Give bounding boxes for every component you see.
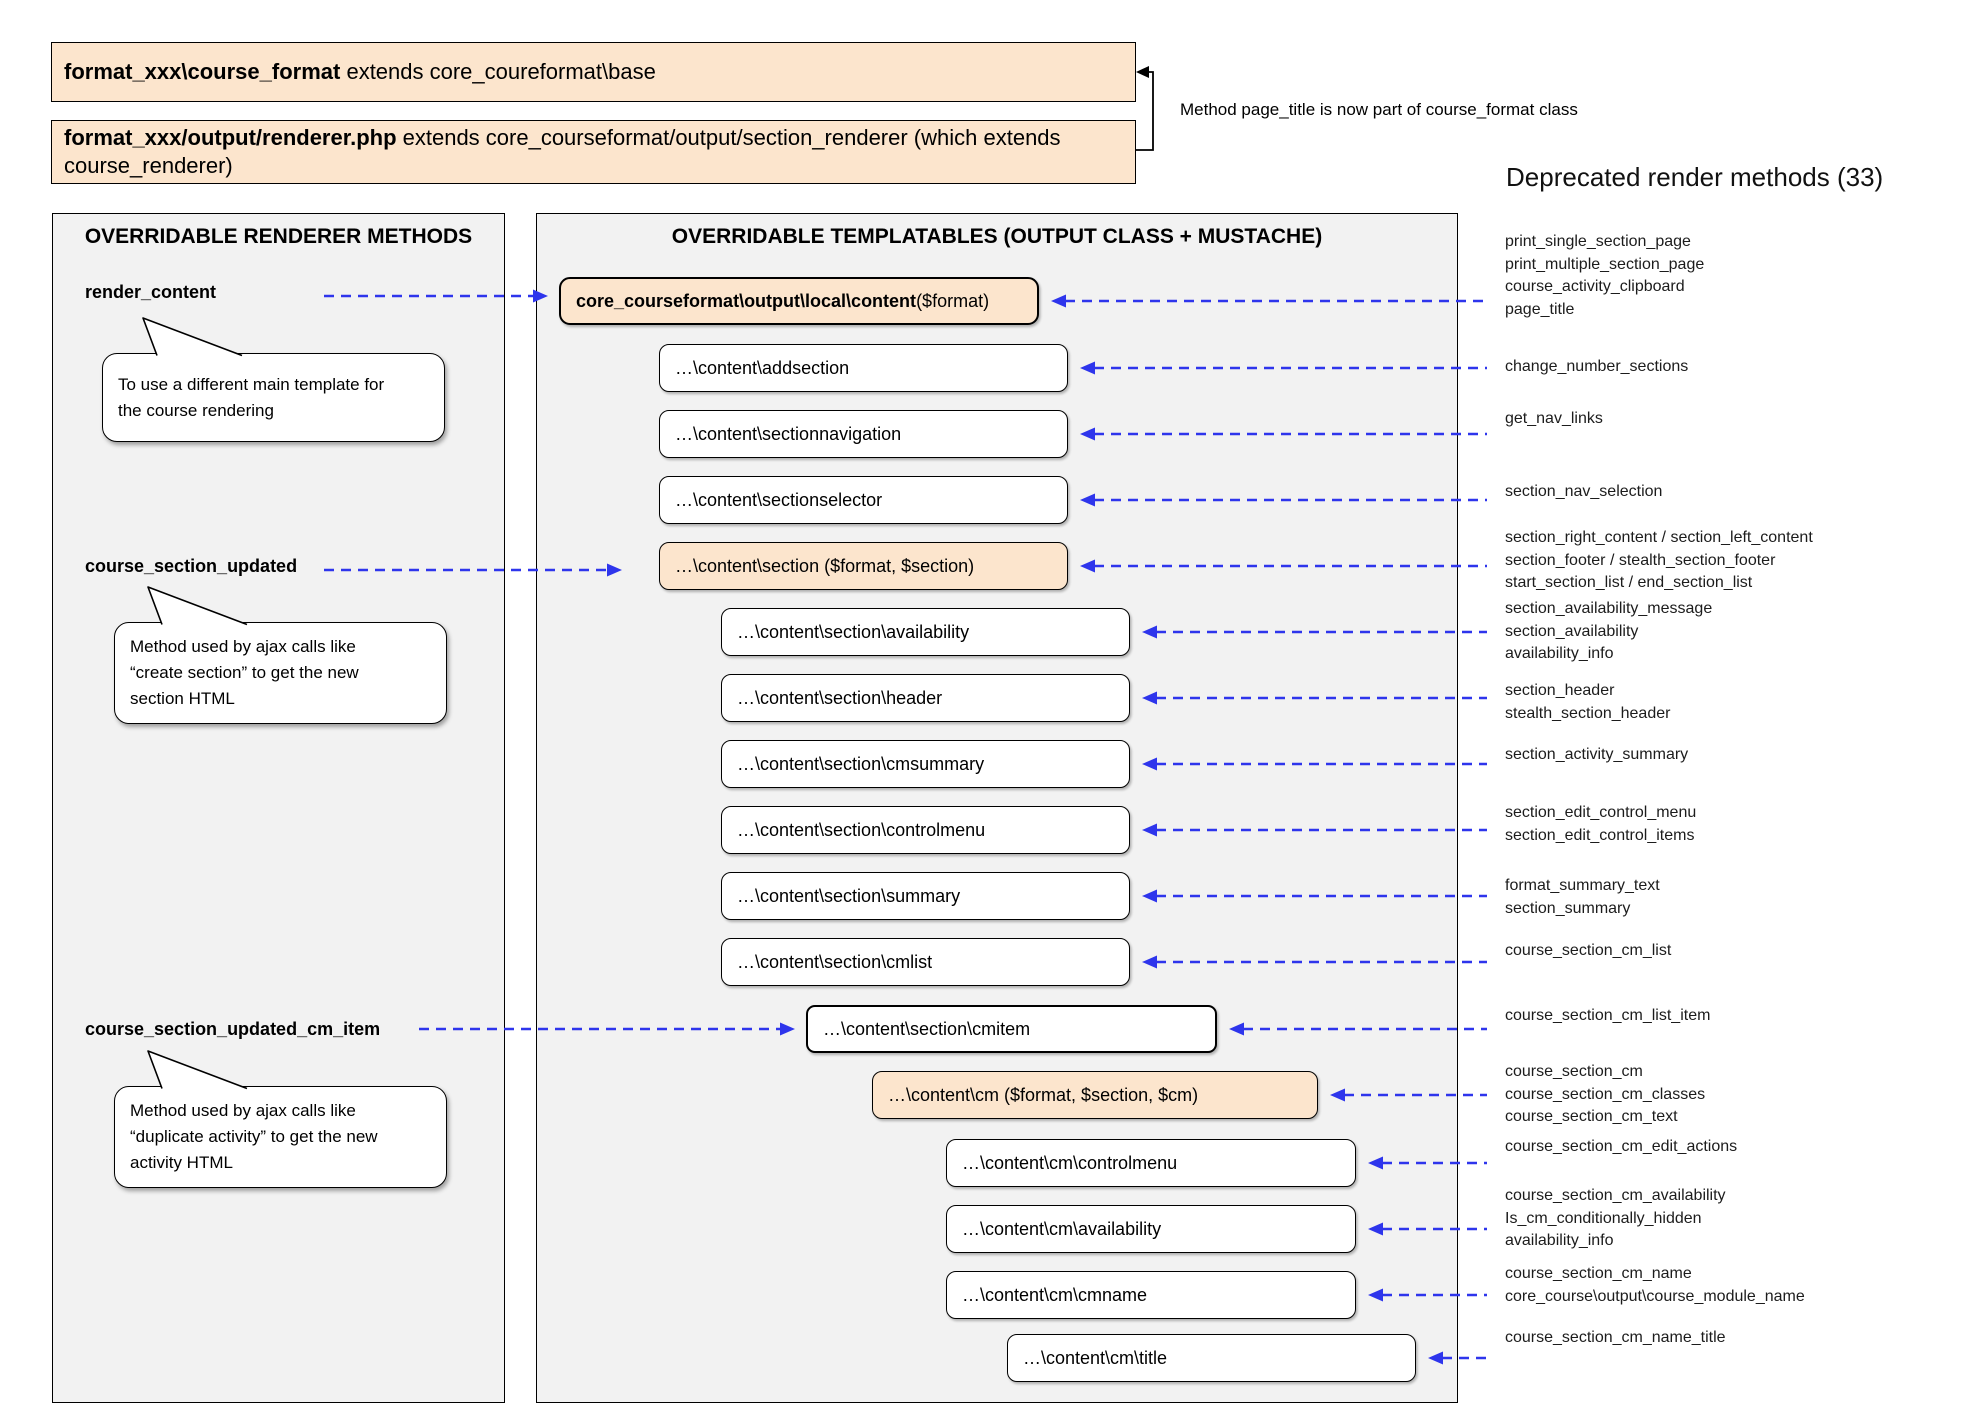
template-box-content: core_courseformat\output\local\content (… (559, 277, 1039, 325)
deprecated-methods-cm_cmname: course_section_cm_name core_course\outpu… (1505, 1265, 1805, 1305)
deprecated-methods-addsection: change_number_sections (1505, 358, 1689, 375)
template-box-sec_controlmenu: …\content\section\controlmenu (721, 806, 1130, 854)
template-box-cm_title: …\content\cm\title (1007, 1334, 1416, 1382)
template-box-cm_cmname-label: …\content\cm\cmname (962, 1284, 1148, 1305)
deprecated-methods-sec_summary: format_summary_text section_summary (1505, 877, 1660, 917)
template-box-cmitem-label: …\content\section\cmitem (823, 1018, 1031, 1039)
template-box-sec_header: …\content\section\header (721, 674, 1130, 722)
bubble-text-course_section_updated_cm_item: Method used by ajax calls like “duplicat… (130, 1101, 378, 1172)
callout-bubble-course_section_updated_cm_item: Method used by ajax calls like “duplicat… (114, 1086, 447, 1188)
template-box-sec_availability-label: …\content\section\availability (737, 621, 970, 642)
template-box-content-label: ($format) (916, 290, 990, 311)
deprecated-methods-sec_header: section_header stealth_section_header (1505, 682, 1671, 722)
top-box1-bold-text: format_xxx\course_format (64, 59, 341, 84)
top-box-renderer-php: format_xxx/output/renderer.php extends c… (51, 120, 1136, 184)
deprecated-methods-sec_controlmenu: section_edit_control_menu section_edit_c… (1505, 804, 1697, 844)
template-box-sectionnavigation-label: …\content\sectionnavigation (675, 423, 902, 444)
template-box-sec_controlmenu-label: …\content\section\controlmenu (737, 819, 986, 840)
top-box2-rest-text: extends core_courseformat/output/section… (64, 125, 1061, 178)
bubble-text-course_section_updated: Method used by ajax calls like “create s… (130, 637, 359, 708)
template-box-sec_cmlist: …\content\section\cmlist (721, 938, 1130, 986)
template-box-content-bold-label: core_courseformat\output\local\content (576, 290, 917, 311)
template-box-section-label: …\content\section ($format, $section) (675, 555, 975, 576)
deprecated-methods-cm_title: course_section_cm_name_title (1505, 1329, 1726, 1346)
template-box-sectionnavigation: …\content\sectionnavigation (659, 410, 1068, 458)
left-panel-title: OVERRIDABLE RENDERER METHODS (84, 225, 473, 248)
deprecated-methods-cm: course_section_cm course_section_cm_clas… (1505, 1063, 1706, 1125)
template-box-sec_cmsummary: …\content\section\cmsummary (721, 740, 1130, 788)
deprecated-methods-sec_cmlist: course_section_cm_list (1505, 942, 1672, 959)
template-box-sec_header-label: …\content\section\header (737, 687, 943, 708)
bubble-text-render_content: To use a different main template for the… (118, 374, 385, 420)
deprecated-methods-content: print_single_section_page print_multiple… (1505, 233, 1705, 318)
deprecated-methods-cmitem: course_section_cm_list_item (1505, 1007, 1711, 1024)
template-box-sec_cmlist-label: …\content\section\cmlist (737, 951, 933, 972)
deprecated-methods-sectionselector: section_nav_selection (1505, 483, 1663, 500)
page-title-note: Method page_title is now part of course_… (1180, 100, 1578, 119)
top-box2-bold-text: format_xxx/output/renderer.php (64, 125, 397, 150)
middle-panel-title: OVERRIDABLE TEMPLATABLES (OUTPUT CLASS +… (671, 225, 1323, 248)
template-box-cm-label: …\content\cm ($format, $section, $cm) (888, 1084, 1199, 1105)
renderer-method-render_content: render_content (85, 282, 217, 302)
template-box-section: …\content\section ($format, $section) (659, 542, 1068, 590)
callout-bubble-course_section_updated: Method used by ajax calls like “create s… (114, 622, 447, 724)
template-box-sec_cmsummary-label: …\content\section\cmsummary (737, 753, 985, 774)
template-box-cm_controlmenu: …\content\cm\controlmenu (946, 1139, 1356, 1187)
template-box-sec_summary-label: …\content\section\summary (737, 885, 961, 906)
template-box-sec_availability: …\content\section\availability (721, 608, 1130, 656)
deprecated-methods-sec_cmsummary: section_activity_summary (1505, 746, 1689, 763)
template-box-cm: …\content\cm ($format, $section, $cm) (872, 1071, 1318, 1119)
template-box-sectionselector: …\content\sectionselector (659, 476, 1068, 524)
template-box-sec_summary: …\content\section\summary (721, 872, 1130, 920)
template-box-cm_cmname: …\content\cm\cmname (946, 1271, 1356, 1319)
template-box-cm_controlmenu-label: …\content\cm\controlmenu (962, 1152, 1178, 1173)
top-box-course-format: format_xxx\course_format extends core_co… (51, 42, 1136, 102)
template-box-cmitem: …\content\section\cmitem (806, 1005, 1217, 1053)
template-box-addsection: …\content\addsection (659, 344, 1068, 392)
page-title-bracket (1136, 71, 1154, 151)
deprecated-methods-sectionnavigation: get_nav_links (1505, 410, 1603, 427)
template-box-cm_availability: …\content\cm\availability (946, 1205, 1356, 1253)
deprecated-methods-cm_availability: course_section_cm_availability Is_cm_con… (1505, 1187, 1726, 1249)
template-box-cm_title-label: …\content\cm\title (1023, 1347, 1168, 1368)
deprecated-methods-sec_availability: section_availability_message section_ava… (1505, 600, 1713, 662)
template-box-addsection-label: …\content\addsection (675, 357, 850, 378)
template-box-sectionselector-label: …\content\sectionselector (675, 489, 883, 510)
deprecated-methods-section: section_right_content / section_left_con… (1505, 529, 1813, 591)
renderer-method-course_section_updated_cm_item: course_section_updated_cm_item (85, 1019, 381, 1039)
top-box1-rest-text: extends core_coureformat\base (340, 59, 656, 84)
renderer-method-course_section_updated: course_section_updated (85, 556, 298, 576)
callout-bubble-render_content: To use a different main template for the… (102, 353, 445, 442)
bracket-arrowhead-icon (1136, 66, 1149, 78)
deprecated-methods-title: Deprecated render methods (33) (1506, 162, 1884, 192)
template-box-cm_availability-label: …\content\cm\availability (962, 1218, 1162, 1239)
deprecated-methods-cm_controlmenu: course_section_cm_edit_actions (1505, 1138, 1738, 1155)
